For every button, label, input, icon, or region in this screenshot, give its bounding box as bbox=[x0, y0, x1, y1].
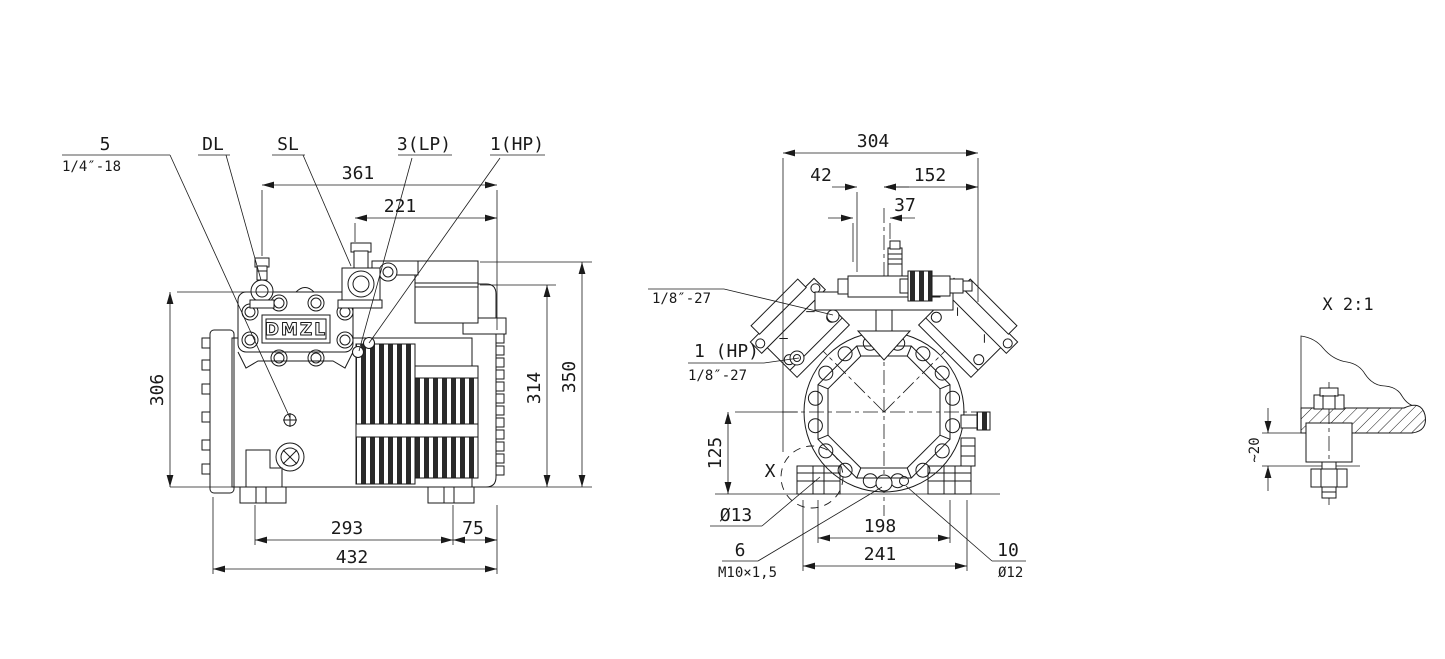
side-feet bbox=[796, 465, 972, 495]
dim-350: 350 bbox=[559, 361, 580, 394]
brand-logo: DMZL bbox=[265, 320, 327, 340]
side-view: 304 42 152 37 125 198 241 bbox=[648, 131, 1026, 581]
detail-x-circle bbox=[780, 445, 844, 509]
detail-dimension: ~20 bbox=[1247, 408, 1301, 491]
label-10: 10 bbox=[997, 540, 1019, 561]
logo-plate bbox=[261, 314, 331, 344]
label-1hp-side: 1 (HP) bbox=[694, 341, 759, 362]
label-sl: SL bbox=[277, 134, 299, 155]
label-3lp: 3(LP) bbox=[397, 134, 451, 155]
dim-361: 361 bbox=[342, 163, 375, 184]
dim-241: 241 bbox=[864, 544, 897, 565]
label-m10: M10×1,5 bbox=[718, 565, 777, 581]
label-port-5-thread: 1/4″-18 bbox=[62, 159, 121, 175]
dim-125: 125 bbox=[705, 437, 726, 470]
label-d12: Ø12 bbox=[998, 565, 1023, 581]
detail-title: X 2:1 bbox=[1322, 295, 1373, 315]
lp-port-plug bbox=[352, 346, 364, 358]
detail-view: X 2:1 ~20 bbox=[1247, 295, 1426, 508]
front-view-body: DMZL bbox=[201, 242, 507, 504]
label-1hp: 1(HP) bbox=[490, 134, 544, 155]
front-view: DMZL bbox=[62, 134, 592, 574]
dim-304: 304 bbox=[857, 131, 890, 152]
break-outline bbox=[1300, 335, 1419, 408]
end-cap-ribs bbox=[495, 333, 505, 476]
label-port-5: 5 bbox=[100, 134, 111, 155]
right-cylinder-head bbox=[917, 277, 1019, 379]
label-dl: DL bbox=[202, 134, 224, 155]
side-fitting bbox=[960, 411, 991, 467]
detail-bolt bbox=[1310, 382, 1348, 508]
bottom-bolt-m10 bbox=[875, 474, 893, 492]
side-view-body bbox=[715, 240, 1019, 509]
dim-306: 306 bbox=[147, 374, 168, 407]
label-thread-top: 1/8″-27 bbox=[652, 291, 711, 307]
front-view-dimensions: 361 221 306 314 350 293 75 432 bbox=[147, 163, 592, 574]
label-6: 6 bbox=[735, 540, 746, 561]
dim-221: 221 bbox=[384, 196, 417, 217]
dim-20: ~20 bbox=[1247, 437, 1263, 462]
label-thread-1hp: 1/8″-27 bbox=[688, 368, 747, 384]
front-view-labels: 5 1/4″-18 DL SL 3(LP) 1(HP) bbox=[62, 134, 545, 419]
dim-152: 152 bbox=[914, 165, 947, 186]
side-view-dimensions: 304 42 152 37 125 198 241 bbox=[705, 131, 979, 571]
dim-314: 314 bbox=[524, 372, 545, 405]
cooling-fins bbox=[355, 343, 479, 485]
oil-fitting bbox=[283, 413, 297, 427]
top-valve-assembly bbox=[837, 240, 973, 302]
sl-valve bbox=[337, 242, 383, 309]
octagon-face bbox=[817, 345, 951, 479]
end-plate bbox=[209, 329, 235, 494]
label-d13: Ø13 bbox=[720, 505, 753, 526]
dim-432: 432 bbox=[336, 547, 369, 568]
dim-198: 198 bbox=[864, 516, 897, 537]
label-detail-x: X bbox=[765, 461, 776, 482]
dim-42: 42 bbox=[810, 165, 832, 186]
sight-glass bbox=[275, 442, 305, 472]
port-boss-top bbox=[826, 309, 840, 323]
dl-valve bbox=[249, 257, 275, 309]
dim-293: 293 bbox=[331, 518, 364, 539]
dim-75: 75 bbox=[462, 518, 484, 539]
dim-37: 37 bbox=[894, 195, 916, 216]
side-view-labels: 1/8″-27 1 (HP) 1/8″-27 X Ø13 6 M10×1,5 1… bbox=[648, 288, 1026, 581]
terminal-box bbox=[414, 260, 479, 324]
hole-d12 bbox=[899, 476, 909, 486]
mounting-feet bbox=[239, 486, 475, 504]
